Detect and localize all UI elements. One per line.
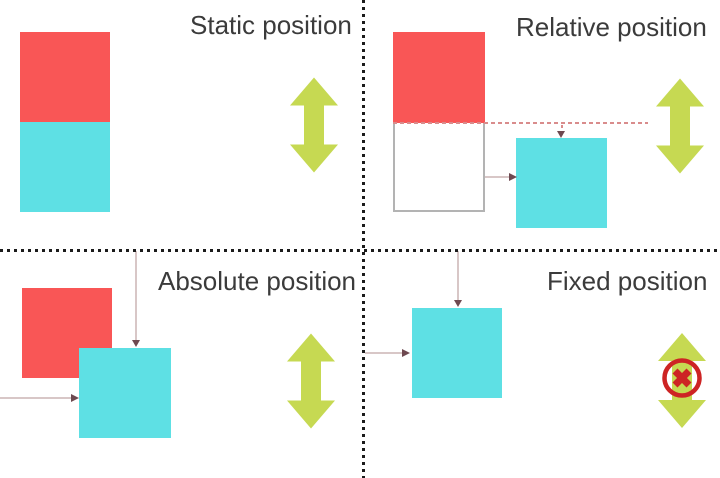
updown-arrow-icon	[290, 77, 338, 173]
relative-red-box	[393, 32, 485, 123]
updown-arrow-icon	[656, 78, 704, 174]
absolute-top-offset-arrowhead-icon	[132, 340, 140, 347]
updown-arrow-icon	[287, 333, 335, 429]
relative-cyan-box	[516, 138, 607, 228]
absolute-top-offset-line	[135, 251, 137, 340]
absolute-position-label: Absolute position	[158, 266, 357, 296]
relative-offset-right-line	[485, 176, 510, 178]
fixed-left-offset-arrowhead-icon	[402, 349, 410, 357]
absolute-left-offset-arrowhead-icon	[71, 394, 79, 402]
relative-offset-down-arrowhead-icon	[557, 131, 565, 138]
relative-original-position-outline	[393, 121, 485, 212]
vertical-dotted-divider	[362, 0, 365, 478]
horizontal-dotted-divider	[0, 249, 720, 252]
relative-offset-right-arrowhead-icon	[509, 173, 517, 181]
static-red-box	[20, 32, 110, 122]
relative-offset-down-line	[561, 125, 563, 132]
fixed-cyan-box	[412, 308, 502, 398]
static-position-label: Static position	[190, 10, 352, 40]
absolute-left-offset-line	[0, 397, 71, 399]
static-cyan-box	[20, 122, 110, 212]
fixed-position-label: Fixed position	[547, 266, 708, 296]
no-scroll-crossed-circle-icon	[662, 358, 702, 398]
fixed-left-offset-line	[365, 352, 402, 354]
relative-position-label: Relative position	[516, 12, 707, 42]
fixed-top-offset-arrowhead-icon	[454, 300, 462, 307]
relative-top-guide-dashed-line	[393, 122, 648, 124]
fixed-top-offset-line	[457, 251, 459, 300]
absolute-cyan-box	[79, 348, 171, 438]
